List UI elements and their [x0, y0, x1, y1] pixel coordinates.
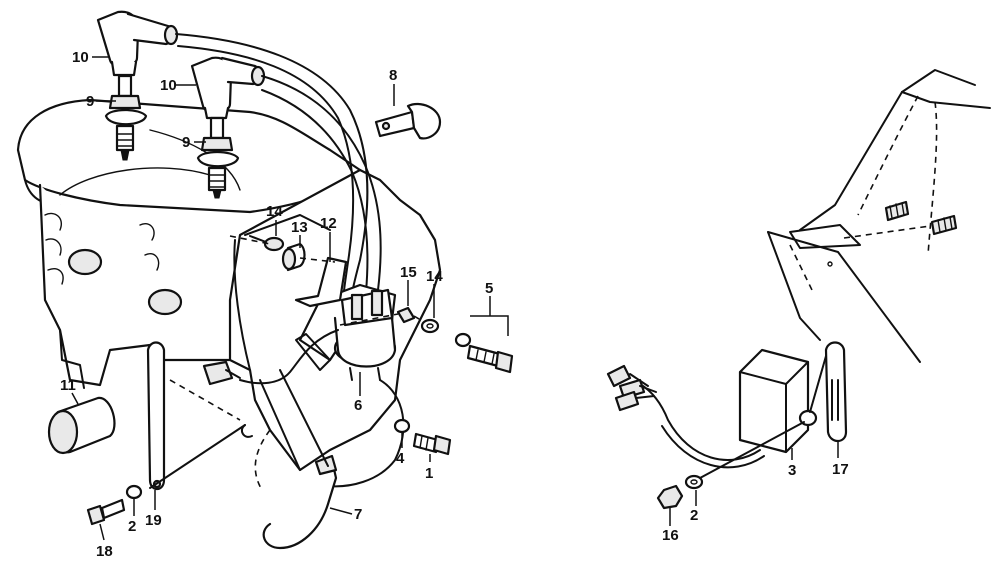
callout-12: 12 — [320, 215, 337, 232]
callout-14: 14 — [426, 268, 443, 285]
strap-clip — [241, 424, 253, 438]
nut-16 — [656, 484, 684, 510]
bolt-set — [454, 296, 514, 374]
callout-17: 17 — [832, 461, 849, 478]
callout-5: 5 — [485, 280, 493, 297]
callout-10: 10 — [72, 49, 89, 66]
spark-plug-front — [104, 74, 148, 161]
rubber-bushing — [396, 306, 416, 324]
coil-lead-connector — [202, 329, 339, 386]
washer-2-right — [684, 474, 704, 490]
regulator-harness — [606, 364, 765, 469]
callout-2: 2 — [128, 518, 136, 535]
washer-left — [249, 235, 285, 252]
callout-labels: 10 9 10 9 8 14 13 12 15 14 5 11 6 4 1 7 … — [60, 49, 849, 560]
callout-11: 11 — [60, 377, 76, 394]
callout-10: 10 — [160, 77, 177, 94]
callout-4: 4 — [396, 450, 405, 467]
callout-16: 16 — [662, 527, 679, 544]
strap-link-line — [149, 424, 246, 489]
regulator-bolt-line — [699, 421, 805, 479]
spark-plug-cap-rear — [190, 56, 266, 120]
assembly-guides — [169, 235, 425, 471]
callout-18: 18 — [96, 543, 113, 560]
callout-2: 2 — [690, 507, 698, 524]
callout-7: 7 — [354, 506, 362, 523]
mount-strap-17 — [798, 341, 848, 443]
bolt-1 — [412, 432, 452, 456]
strap-19 — [146, 341, 166, 491]
callout-19: 19 — [145, 512, 162, 529]
engine-cylinder-block — [16, 98, 442, 491]
callout-8: 8 — [389, 67, 397, 84]
clamp — [374, 102, 442, 140]
leader-lines — [71, 56, 839, 541]
callout-15: 15 — [400, 264, 417, 281]
high-tension-leads — [175, 33, 382, 311]
coil-bracket — [294, 256, 348, 371]
frame-section — [767, 69, 991, 363]
washer-4 — [393, 418, 411, 434]
frame-guide-line — [843, 225, 931, 239]
bolt-18 — [86, 498, 126, 526]
callout-9: 9 — [182, 134, 190, 151]
regulator — [738, 348, 810, 454]
callout-14: 14 — [266, 203, 283, 220]
spark-plug-cap-front — [96, 10, 179, 77]
callout-6: 6 — [354, 397, 362, 414]
callout-1: 1 — [425, 465, 433, 482]
sleeve-cap — [47, 396, 116, 455]
callout-9: 9 — [86, 93, 94, 110]
washer-right — [420, 318, 440, 334]
grommet-1 — [884, 200, 910, 222]
callout-13: 13 — [291, 219, 308, 236]
washer-2-left — [125, 484, 143, 500]
spark-plug-rear — [196, 116, 240, 199]
grommet-2 — [930, 214, 958, 236]
cable-strap-7 — [262, 454, 338, 550]
callout-3: 3 — [788, 462, 796, 479]
